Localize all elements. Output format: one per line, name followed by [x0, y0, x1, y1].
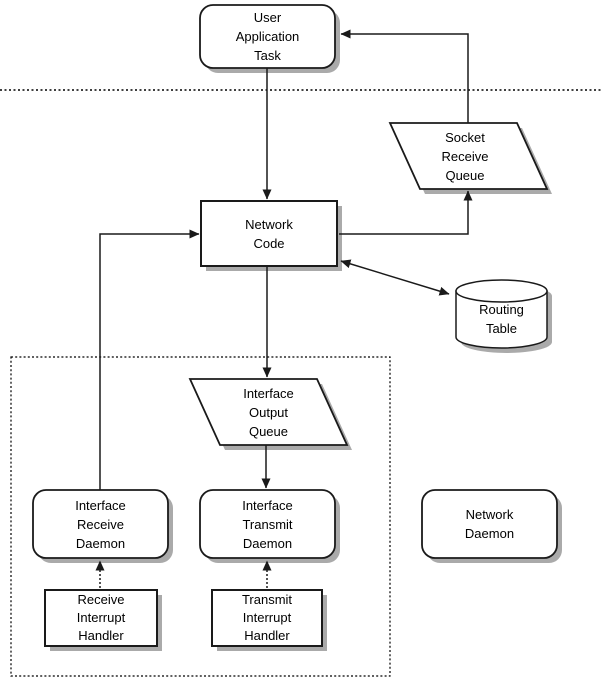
transmit-interrupt-handler-shape [211, 589, 323, 647]
user-application-task-shape [199, 4, 336, 69]
network-daemon-shape [421, 489, 558, 559]
edge-receive-daemon-to-network-code [99, 229, 200, 490]
network-code-shape [200, 200, 338, 267]
edge-network-code-to-socket-queue [339, 190, 473, 235]
interface-receive-daemon-shape [32, 489, 169, 559]
interface-transmit-daemon-shape [199, 489, 336, 559]
edge-socket-queue-to-user-task [340, 29, 469, 123]
edge-network-code-routing-table-bidirectional [340, 259, 450, 296]
routing-table-shape [455, 279, 548, 349]
receive-interrupt-handler-shape [44, 589, 158, 647]
interface-group-dotted-rectangle [10, 356, 391, 677]
interface-output-queue-shape [188, 378, 349, 446]
socket-receive-queue-shape [388, 122, 549, 190]
